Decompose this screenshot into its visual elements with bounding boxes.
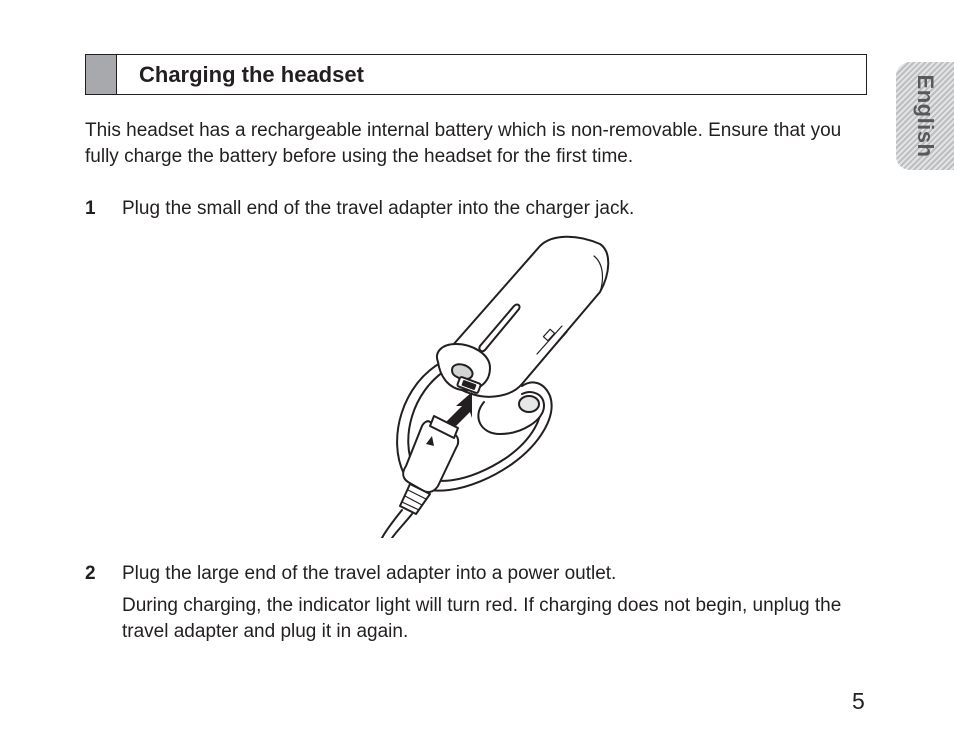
step-number: 2 [85,563,96,584]
language-tab: English [896,62,954,170]
language-tab-label: English [913,74,938,158]
section-title: Charging the headset [139,61,364,87]
step-number: 1 [85,198,96,219]
step-text: Plug the large end of the travel adapter… [122,563,617,584]
step-text: Plug the small end of the travel adapter… [122,198,635,219]
section-marker [86,55,117,94]
section-header: Charging the headset [85,54,867,95]
headset-charging-illustration [372,234,618,539]
step-2-note: During charging, the indicator light wil… [122,595,842,642]
page-number: 5 [852,688,865,714]
intro-paragraph: This headset has a rechargeable internal… [85,120,842,167]
